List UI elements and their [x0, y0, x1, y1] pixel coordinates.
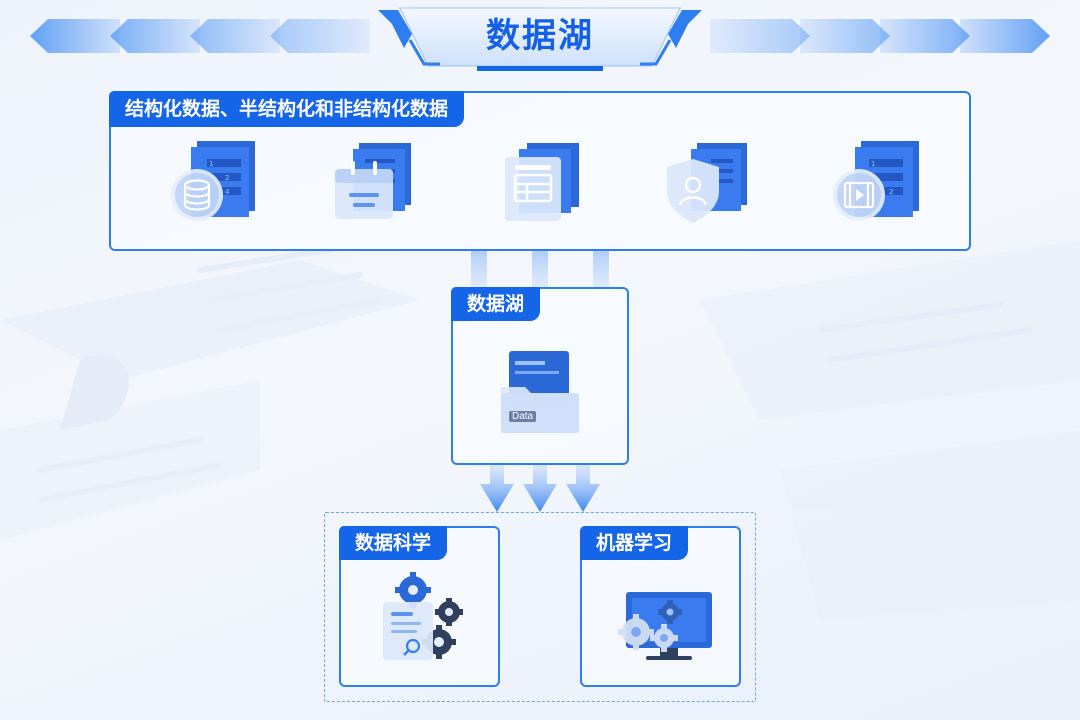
- data-lake-panel: 数据湖 Data: [451, 287, 629, 465]
- data-science-panel: 数据科学: [339, 526, 500, 687]
- gears-document-icon: [383, 572, 463, 660]
- machine-learning-panel: 机器学习: [580, 526, 741, 687]
- left-chevrons: [30, 19, 370, 53]
- lake-to-output-flows: [480, 465, 600, 512]
- data-folder-icon: [501, 351, 579, 433]
- svg-text:2: 2: [889, 188, 893, 196]
- svg-text:2: 2: [225, 174, 229, 182]
- machine-learning-label: 机器学习: [580, 526, 689, 560]
- database-icon: 1 2 4: [171, 141, 255, 221]
- calendar-icon: [335, 143, 411, 219]
- user-shield-icon: [667, 143, 747, 223]
- svg-text:1: 1: [871, 160, 875, 168]
- data-sources-label: 结构化数据、半结构化和非结构化数据: [109, 91, 465, 127]
- svg-text:1: 1: [209, 160, 213, 168]
- svg-text:4: 4: [225, 188, 230, 196]
- data-sources-panel: 结构化数据、半结构化和非结构化数据 1 2 4: [109, 91, 971, 251]
- monitor-gears-icon: [618, 592, 712, 660]
- data-chip: Data: [509, 411, 537, 422]
- source-to-lake-flows: [471, 251, 609, 288]
- output-group-box: [324, 512, 756, 702]
- header-banner: 数据湖: [0, 0, 1080, 80]
- right-chevrons: [710, 19, 1050, 53]
- page-title: 数据湖: [486, 16, 594, 56]
- spreadsheet-icon: [505, 143, 579, 221]
- video-file-icon: 1 2: [833, 141, 919, 221]
- banner-graphic: [30, 7, 1050, 71]
- data-science-label: 数据科学: [339, 526, 448, 560]
- data-lake-label: 数据湖: [451, 287, 541, 321]
